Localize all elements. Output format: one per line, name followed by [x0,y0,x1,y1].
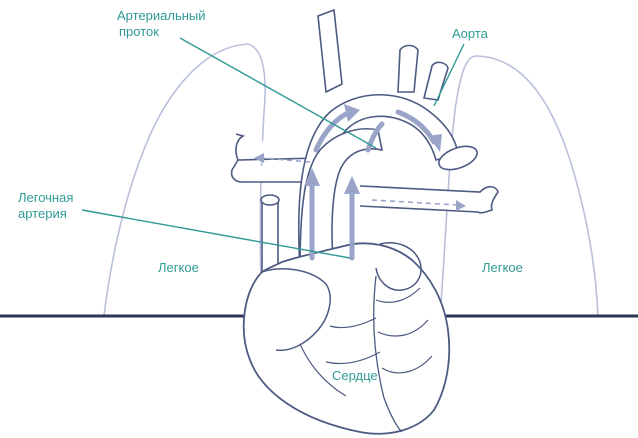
coronary-vessel-4 [381,355,433,374]
coronary-vessel-6 [325,351,381,365]
arrowhead-ductus [344,104,360,122]
right-atrium [261,268,331,352]
right-lung [439,55,599,317]
flow-arrowheads [304,104,442,194]
label-pulmonary-artery: Легочная артерия [18,190,73,222]
label-pulmonary-line1: Легочная [18,190,74,205]
aorta-opening [438,145,478,171]
aortic-branch-3 [423,61,449,101]
label-left-lung: Легкое [158,260,199,275]
arrowhead-arch [428,134,442,152]
right-pulmonary-vessel [359,185,499,214]
leader-aorta [433,43,465,107]
aortic-branch-2 [397,44,419,93]
coronary-vessel-3 [377,319,429,337]
left-atrium [375,242,422,291]
coronary-vessel-7 [299,343,347,397]
arrowhead-aorta [344,176,360,194]
leader-pulmonary [81,209,351,259]
label-aorta: Аорта [452,26,488,41]
vena-cava-opening [260,194,280,206]
label-pulmonary-line2: артерия [18,206,67,221]
coronary-vessel-2 [375,287,421,303]
dashed-arrowhead-left [254,153,264,163]
dashed-arrowhead-right [456,200,466,211]
superior-vena-cava [261,195,279,273]
flow-arrow-ascending [365,121,385,153]
arrowhead-pulmonary [304,168,320,186]
label-heart: Сердце [332,368,378,383]
label-ductus-line2: проток [119,24,159,39]
dashed-flow-left [261,157,311,163]
heart [242,242,451,435]
label-right-lung: Легкое [482,260,523,275]
left-pulmonary-vessel [230,133,321,183]
label-ductus-arteriosus: Артериальный проток [117,8,206,40]
label-ductus-line1: Артериальный [117,8,206,23]
leader-ductus [179,37,377,149]
coronary-vessel-5 [329,317,377,329]
aortic-branch-1 [317,8,343,94]
coronary-vessel-1 [372,275,403,433]
